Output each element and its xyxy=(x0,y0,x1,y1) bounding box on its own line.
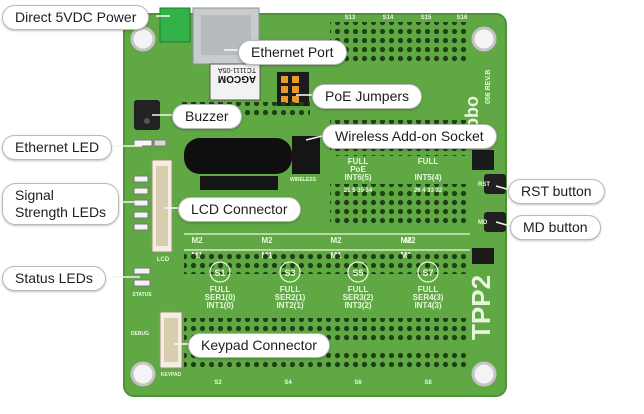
upper-slot-pins: 21 5 35 34 xyxy=(344,188,373,194)
lower-slot-line3: INT1(0) xyxy=(206,301,233,310)
lower-tibbit-area xyxy=(184,254,470,370)
m-label: M2 xyxy=(191,236,203,245)
buzzer xyxy=(134,100,160,130)
upper-slot-line3: INT5(4) xyxy=(414,173,441,182)
lcd-connector: LCD xyxy=(151,159,173,263)
lower-slot-line3: INT2(1) xyxy=(276,301,303,310)
lower-slot-id: S1 xyxy=(214,268,225,278)
lower-slot-line2: SER1(0) xyxy=(205,293,236,302)
bottom-slot-label: S2 xyxy=(214,380,222,386)
wireless-socket: WIRELESS xyxy=(290,136,320,183)
callout-signal-strength-leds: Signal Strength LEDs xyxy=(2,183,120,225)
lower-slot-texts: S1FULLSER1(0)INT1(0)S3FULLSER2(1)INT2(1)… xyxy=(205,261,444,310)
slot-id-ring xyxy=(417,261,439,283)
m-label: M2 xyxy=(400,236,412,245)
silk-keypad: KEYPAD xyxy=(161,372,182,378)
silk-debug: DEBUG xyxy=(131,331,149,337)
top-slot-label: S15 xyxy=(421,15,432,21)
silk-revision: 056 REV.B xyxy=(485,70,492,104)
bottom-slot-label: S6 xyxy=(354,380,362,386)
ethernet-port: AGCOM TC1111-05A xyxy=(192,7,261,101)
ethernet-leds xyxy=(133,139,167,147)
callout-direct-5vdc-power: Direct 5VDC Power xyxy=(2,5,150,30)
lower-slot-id: S7 xyxy=(422,268,433,278)
callout-ethernet-port: Ethernet Port xyxy=(238,40,347,65)
callout-status-leds: Status LEDs xyxy=(2,266,106,291)
silk-md: MD xyxy=(478,220,488,226)
callout-rst-button: RST button xyxy=(508,179,605,204)
keypad-connector: KEYPAD DEBUG xyxy=(131,311,183,378)
callout-lcd-connector: LCD Connector xyxy=(178,197,301,222)
callout-md-button: MD button xyxy=(510,215,601,240)
power-connector xyxy=(159,7,191,43)
lower-slot-line1: FULL xyxy=(280,285,301,294)
silk-status: STATUS xyxy=(132,292,152,298)
upper-slot-pins: 26 4 33 32 xyxy=(414,188,443,194)
silk-lcd: LCD xyxy=(157,257,170,263)
status-leds: STATUS xyxy=(132,267,152,298)
poe-jumpers xyxy=(277,72,309,106)
callout-buzzer: Buzzer xyxy=(172,104,242,129)
upper-slot-line1: FULL xyxy=(418,157,439,166)
lower-slot-line3: INT3(2) xyxy=(344,301,371,310)
signal-strength-leds xyxy=(133,175,149,231)
bottom-slot-label: S8 xyxy=(424,380,432,386)
silk-rst: RST xyxy=(478,182,490,188)
callout-ethernet-led: Ethernet LED xyxy=(2,135,113,160)
lower-slot-line2: SER4(3) xyxy=(413,293,444,302)
m-label: M2 xyxy=(261,236,273,245)
upper-slot-line2: PoE xyxy=(350,165,366,174)
magjack-part-text: AGCOM xyxy=(218,73,256,84)
callout-wireless-add-on-socket: Wireless Add-on Socket xyxy=(322,124,497,149)
lower-slot-id: S5 xyxy=(352,268,363,278)
slot-id-ring xyxy=(209,261,231,283)
lower-slot-id: S3 xyxy=(284,268,295,278)
bottom-slot-labels: S2 S4 S6 S8 xyxy=(214,380,432,386)
lower-slot-line1: FULL xyxy=(210,285,231,294)
slot-id-ring xyxy=(279,261,301,283)
lower-slot-line2: SER3(2) xyxy=(343,293,374,302)
mounting-holes xyxy=(130,26,497,387)
lower-slot-line3: INT4(3) xyxy=(414,301,441,310)
top-slot-labels: S13 S14 S15 S16 xyxy=(345,15,468,21)
lower-slot-line1: FULL xyxy=(348,285,369,294)
callout-keypad-connector: Keypad Connector xyxy=(188,333,330,358)
silk-wireless: WIRELESS xyxy=(290,177,317,183)
m-label: M2 xyxy=(330,236,342,245)
upper-slot-line1: FULL xyxy=(348,157,369,166)
top-slot-label: S16 xyxy=(457,15,468,21)
bottom-slot-label: S4 xyxy=(284,380,292,386)
top-slot-label: S13 xyxy=(345,15,356,21)
callout-poe-jumpers: PoE Jumpers xyxy=(312,84,423,109)
slot-id-ring xyxy=(347,261,369,283)
upper-slot-line3: INT6(5) xyxy=(344,173,371,182)
silk-model: TPP2 xyxy=(466,275,496,340)
magjack-code-text: TC1111-05A xyxy=(218,66,256,73)
rst-md-buttons: RST MD xyxy=(472,150,506,264)
lower-slot-line1: FULL xyxy=(418,285,439,294)
supercap xyxy=(184,138,292,190)
top-slot-label: S14 xyxy=(383,15,394,21)
m-label: M2 xyxy=(404,236,416,245)
leader-lines xyxy=(112,15,511,345)
lower-slot-line2: SER2(1) xyxy=(275,293,306,302)
